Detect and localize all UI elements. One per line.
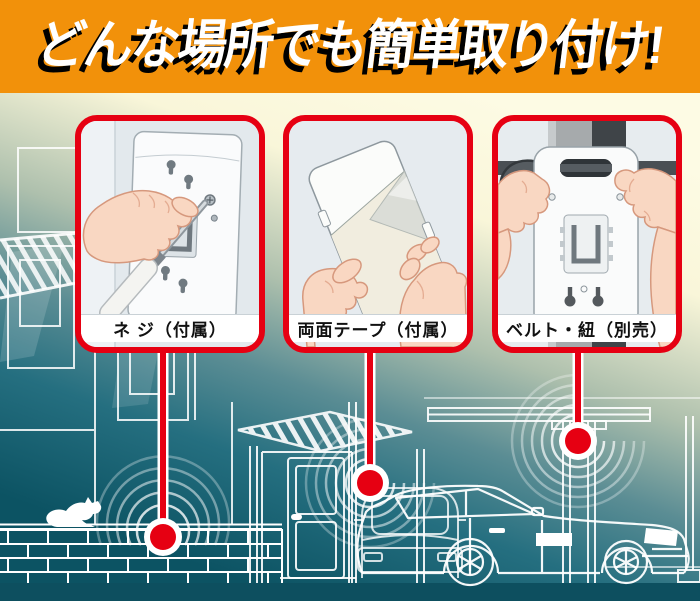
panel-tape: 両面テープ（付属） [283,115,473,353]
cat-icon [46,497,102,527]
panel-label: ベルト・紐（別売） [498,314,676,342]
marker-dot-wall [144,518,182,556]
brick-wall [0,523,283,583]
page-title: どんな場所でも簡単取り付け! [33,16,667,76]
peeling-tape-hands-icon [289,121,467,347]
car-outline [356,484,690,587]
header-banner: どんな場所でも簡単取り付け! [0,0,700,93]
ripple-waves-entrance [304,417,436,549]
panel-label: ネ ジ（付属） [81,314,259,342]
ripple-waves-carport [510,373,646,509]
panel-screws: ネ ジ（付属） [75,115,265,353]
marker-dot-entrance [351,464,389,502]
ground-band [0,583,700,601]
panel-belt: ベルト・紐（別売） [492,115,682,353]
panel-label: 両面テープ（付属） [289,314,467,342]
connector-lines [157,340,584,537]
marker-dot-carport [559,422,597,460]
screwdriver-hand-icon [81,121,259,347]
